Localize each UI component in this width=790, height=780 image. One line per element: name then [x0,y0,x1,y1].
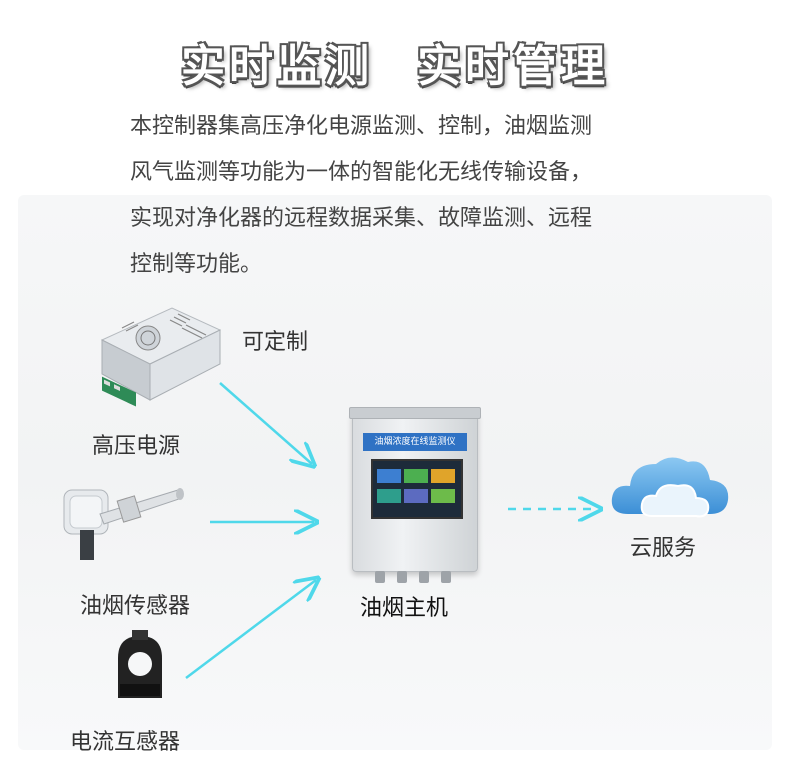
host-unit-lid [349,407,481,419]
title-part-management: 实时管理 [417,41,609,92]
screen-tile [431,489,455,503]
host-screen [371,459,463,519]
customizable-label: 可定制 [242,330,309,355]
description-line: 本控制器集高压净化电源监测、控制，油烟监测 [130,114,593,139]
current-transformer-image [118,630,162,698]
description-line: 风气监测等功能为一体的智能化无线传输设备， [130,160,593,185]
current-transformer-label: 电流互感器 [70,730,181,755]
cloud-icon [611,457,729,518]
power-supply-image [100,307,222,407]
oil-sensor-label: 油烟传感器 [80,594,191,619]
description-line: 控制等功能。 [130,252,263,277]
screen-tile [431,469,455,483]
host-unit-image: 油烟浓度在线监测仪 [349,407,481,583]
cloud-label: 云服务 [630,536,697,561]
host-label: 油烟主机 [360,596,449,621]
description: 本控制器集高压净化电源监测、控制，油烟监测 风气监测等功能为一体的智能化无线传输… [130,104,690,288]
description-line: 实现对净化器的远程数据采集、故障监测、远程 [130,206,593,231]
arrow-ct-to-host [185,580,316,679]
arrow-power-to-host [219,382,312,464]
screen-tile [404,489,428,503]
page-title: 实时监测实时管理 [0,30,790,94]
oil-sensor-image [63,488,184,560]
title-part-monitoring: 实时监测 [181,41,373,92]
host-banner: 油烟浓度在线监测仪 [363,433,467,451]
screen-tile [377,469,401,483]
screen-tile [404,469,428,483]
screen-tile [377,489,401,503]
power-supply-label: 高压电源 [92,434,181,459]
